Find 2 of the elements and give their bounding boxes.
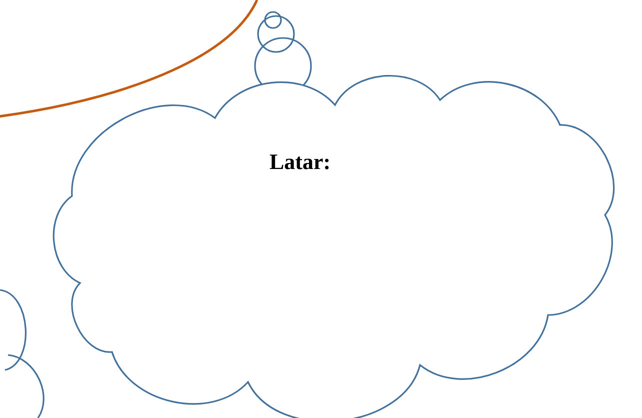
node-label: Latar: [270,154,329,170]
thought-cloud: Latar: [52,75,615,418]
